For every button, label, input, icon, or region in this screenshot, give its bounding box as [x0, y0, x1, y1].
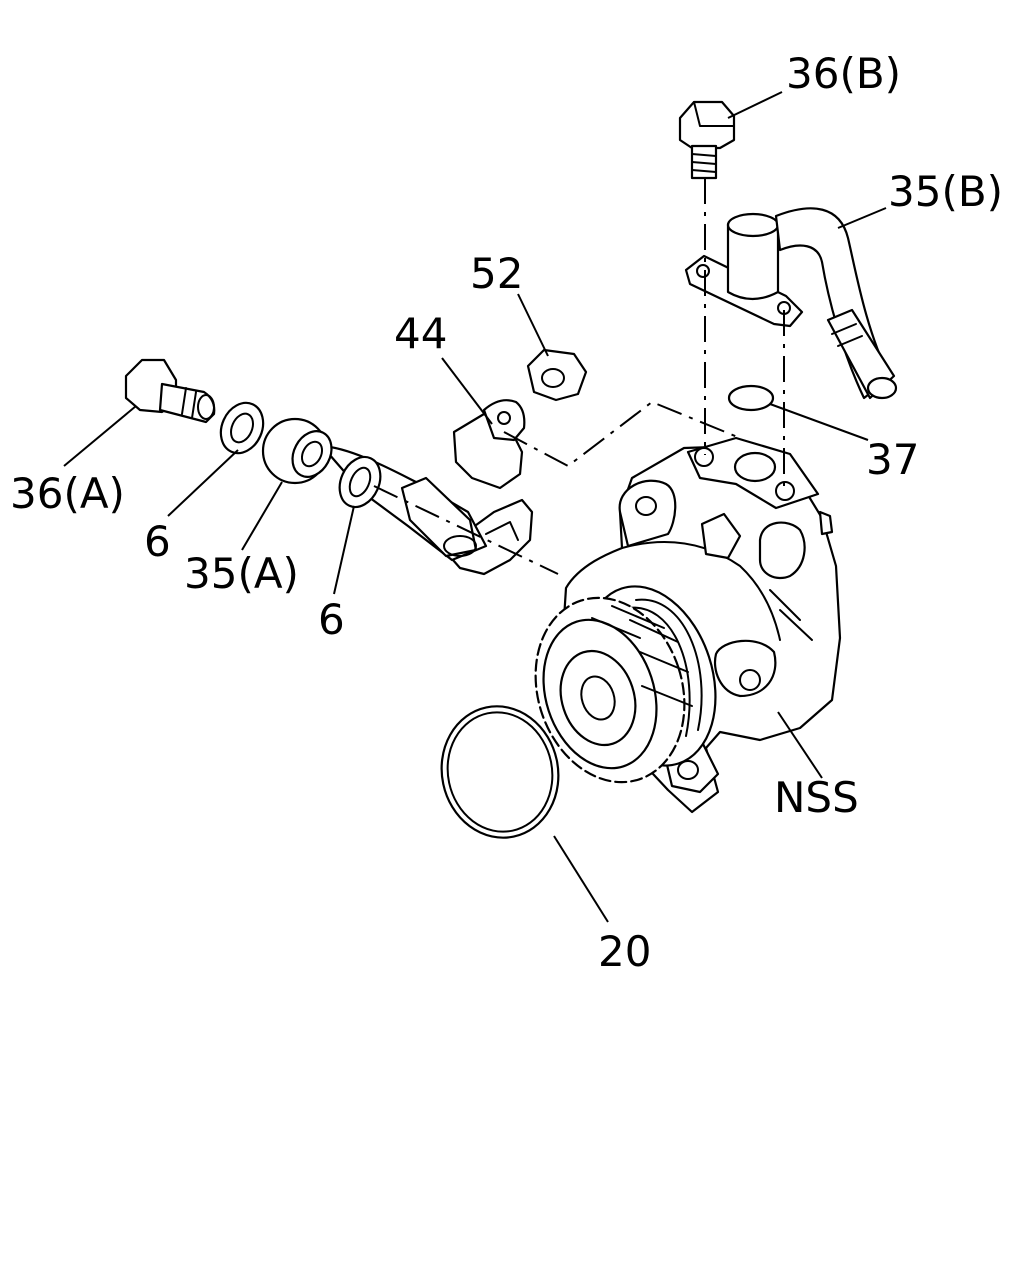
label-35a: 35(A) [184, 549, 299, 598]
label-35b: 35(B) [888, 167, 1003, 216]
label-44: 44 [394, 309, 447, 358]
nut-52 [526, 348, 588, 402]
label-36b: 36(B) [786, 49, 901, 98]
bracket-44 [444, 399, 534, 576]
o-ring-20 [440, 705, 560, 839]
label-6-left: 6 [144, 517, 171, 566]
callout-labels: 36(B) 35(B) 52 44 36(A) 6 35(A) 6 37 NSS… [10, 49, 1003, 976]
o-ring-37 [727, 384, 775, 412]
washer-6-left [219, 401, 265, 455]
washer-6-right [338, 455, 382, 509]
pipe-35b [684, 207, 898, 400]
bolt-36a [124, 358, 216, 424]
label-52: 52 [470, 249, 523, 298]
leader-lines [63, 91, 887, 923]
assembly-lines [373, 178, 785, 575]
label-nss: NSS [774, 773, 859, 822]
label-6-right: 6 [318, 595, 345, 644]
label-20: 20 [598, 927, 651, 976]
drive-gear [534, 585, 717, 784]
label-36a: 36(A) [10, 469, 125, 518]
label-37: 37 [866, 435, 919, 484]
bolt-36b [678, 100, 736, 180]
